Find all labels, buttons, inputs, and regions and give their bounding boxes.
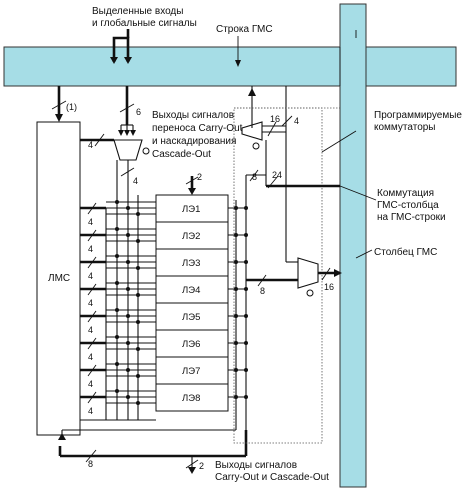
bus-width-out-16: 16 [324, 282, 334, 292]
le-block [155, 221, 229, 250]
lms-input-width: 4 [88, 406, 93, 416]
row-gms-channel [3, 46, 457, 87]
bus-width-bottom-8: 8 [88, 459, 93, 469]
switch-boundary [233, 107, 323, 444]
carry-outputs-label-1: Выходы сигналов [152, 110, 234, 121]
bus-width-mux-out: 4 [133, 176, 138, 186]
bus-width-le-in: 2 [197, 172, 202, 182]
le-group: ЛЭ1 ЛЭ2 ЛЭ3 ЛЭ4 ЛЭ5 ЛЭ6 ЛЭ7 ЛЭ8 [155, 194, 229, 412]
row-gms-label: Строка ГМС [216, 24, 273, 35]
lms-input-width: 4 [88, 217, 93, 227]
lms-input-width: 4 [88, 352, 93, 362]
dedicated-inputs-label-1: Выделенные входы [92, 6, 183, 17]
bus-width-bottom-2: 2 [199, 461, 204, 471]
bus-width-col-24: 24 [272, 170, 282, 180]
lms-le-wiring [80, 160, 156, 421]
bus-width-col-16: 16 [270, 114, 280, 124]
le-label: ЛЭ6 [182, 339, 200, 350]
column-gms-channel [339, 3, 367, 488]
le-output-wiring [58, 200, 248, 440]
le-label: ЛЭ3 [182, 258, 200, 269]
bottom-outputs-label-1: Выходы сигналов [215, 460, 297, 471]
bottom-outputs-label-2: Carry-Out и Cascade-Out [215, 472, 329, 483]
bus-width-col-8: 8 [252, 172, 257, 182]
lms-input-width: 4 [88, 298, 93, 308]
column-gms-label: Столбец ГМС [374, 246, 437, 258]
bus-width-carry-top: 4 [88, 140, 93, 150]
carry-mux [113, 139, 143, 161]
lms-label: ЛМС [48, 273, 70, 284]
col-to-row-label-2: ГМС-столбца [377, 199, 439, 211]
lms-input-width-marks: 4 4 4 4 4 4 4 4 [87, 202, 97, 416]
programmable-switches-label-2: коммутаторы [374, 122, 436, 133]
le-label: ЛЭ7 [182, 366, 200, 377]
dedicated-inputs-label-2: и глобальные сигналы [92, 17, 197, 29]
lms-block [36, 121, 81, 436]
col-to-row-label-3: на ГМС-строки [377, 212, 446, 223]
le-label: ЛЭ2 [182, 231, 200, 242]
le-block [155, 194, 229, 223]
bus-width-mid-8: 8 [260, 286, 265, 296]
lms-input-width: 4 [88, 325, 93, 335]
le-label: ЛЭ5 [182, 312, 200, 323]
bus-width-six: 6 [136, 107, 141, 117]
lms-input-width: 4 [88, 379, 93, 389]
bus-width-col-4: 4 [294, 116, 299, 126]
carry-outputs-label-3: и наскадирования [152, 136, 236, 147]
lower-column-mux [297, 257, 319, 289]
upper-column-mux [241, 121, 263, 141]
le-label: ЛЭ1 [182, 204, 200, 215]
le-block [155, 356, 229, 385]
le-label: ЛЭ4 [182, 285, 200, 296]
carry-outputs-label-2: переноса Carry-Out [152, 123, 243, 134]
carry-outputs-label-4: Cascade-Out [152, 149, 211, 160]
lms-input-width: 4 [88, 244, 93, 254]
lms-input-width: 4 [88, 271, 93, 281]
bus-width-top-in: (1) [66, 102, 77, 112]
le-label: ЛЭ8 [182, 393, 200, 404]
programmable-switches-label-1: Программируемые [374, 110, 462, 121]
col-to-row-label-1: Коммутация [377, 188, 434, 199]
